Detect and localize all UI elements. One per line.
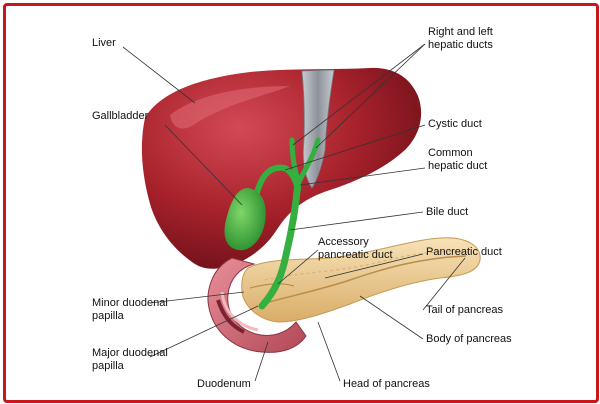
label-right-left-hepatic-ducts: Right and left hepatic ducts: [428, 26, 493, 51]
pancreatic-duct-line: [261, 255, 467, 305]
label-gallbladder: Gallbladder: [92, 110, 149, 122]
label-major-duodenal-papilla: Major duodenal papilla: [92, 347, 168, 372]
left-hepatic-duct: [297, 137, 321, 183]
duodenum-inner-wall: [220, 291, 259, 332]
pancreas-texture: [264, 250, 469, 281]
label-body-of-pancreas: Body of pancreas: [426, 333, 512, 345]
label-cystic-duct: Cystic duct: [428, 118, 482, 130]
gallbladder-shape: [224, 188, 266, 251]
label-minor-duodenal-papilla: Minor duodenal papilla: [92, 297, 168, 322]
label-head-of-pancreas: Head of pancreas: [343, 378, 430, 390]
label-pancreatic-duct: Pancreatic duct: [426, 246, 502, 258]
leader-lines: [122, 43, 466, 382]
label-tail-of-pancreas: Tail of pancreas: [426, 304, 504, 316]
duodenum-opening: [216, 299, 245, 334]
right-hepatic-duct: [289, 137, 301, 183]
label-bile-duct: Bile duct: [426, 206, 469, 218]
common-bile-duct: [258, 178, 302, 310]
label-liver: Liver: [92, 37, 116, 49]
accessory-duct-line: [249, 283, 295, 289]
pancreas-shape: [241, 237, 481, 323]
label-common-hepatic-duct: Common hepatic duct: [428, 147, 488, 172]
liver-highlight: [170, 86, 290, 129]
label-duodenum: Duodenum: [197, 378, 251, 390]
label-accessory-pancreatic-duct: Accessory pancreatic duct: [318, 236, 393, 261]
